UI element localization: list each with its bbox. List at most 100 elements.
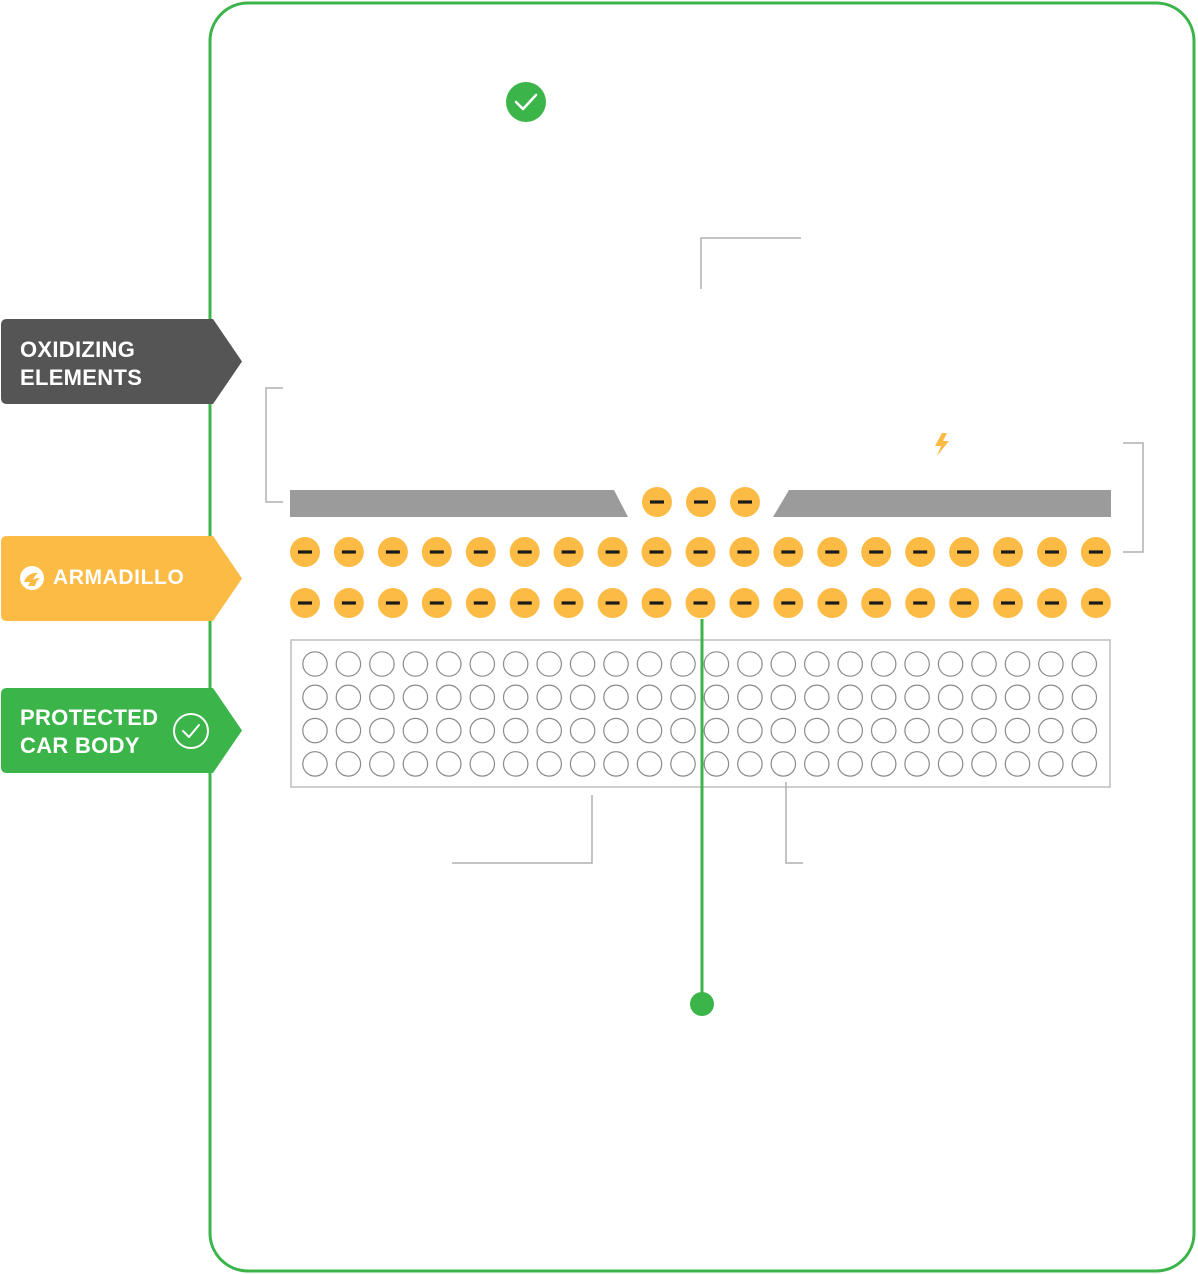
lightning-bolt-icon [935, 433, 949, 456]
negative-charge-upper-13 [817, 537, 848, 567]
metal-atom [603, 651, 629, 677]
negative-charge-lower-6 [509, 588, 540, 618]
metal-atom [603, 684, 629, 711]
leader-line-top [700, 237, 801, 289]
negative-charge-lower-17 [993, 588, 1023, 618]
metal-atom [904, 651, 930, 677]
metal-atom [837, 651, 863, 677]
metal-atom [971, 751, 997, 777]
metal-atom [636, 684, 663, 711]
metal-atom [636, 651, 663, 677]
negative-charge-upper-7 [553, 537, 584, 567]
negative-charge-lower-3 [377, 588, 408, 618]
metal-atom [402, 684, 429, 711]
negative-charge-upper-17 [993, 537, 1023, 567]
metal-atom [803, 751, 830, 777]
metal-atom [435, 751, 462, 777]
metal-atom [971, 651, 997, 677]
metal-atom [737, 651, 763, 677]
protected-car-body-tag [1, 688, 242, 773]
metal-atom [1071, 651, 1098, 677]
metal-atom [837, 684, 863, 711]
metal-atom [335, 651, 362, 677]
ground-wire-terminal [690, 992, 714, 1016]
metal-atom [670, 684, 696, 711]
metal-atom [536, 651, 562, 677]
negative-charge-upper-10 [685, 537, 716, 567]
negative-charge-upper-15 [905, 537, 936, 567]
negative-charge-lower-2 [333, 588, 364, 618]
metal-atom [770, 751, 797, 777]
metal-atom [770, 684, 797, 711]
metal-atom [569, 751, 596, 777]
armadillo-wordmark: ARMADILLO [53, 566, 185, 589]
metal-atom [636, 717, 663, 744]
metal-atom [369, 684, 395, 711]
negative-charge-lower-9 [641, 588, 672, 618]
metal-atom [1004, 751, 1031, 777]
metal-atom [435, 651, 462, 677]
oxidizing-elements-label: OXIDIZING ELEMENTS [20, 336, 142, 392]
protected-label-line2: CAR BODY [20, 733, 140, 758]
negative-charge-upper-3 [377, 537, 408, 567]
negative-charge-lower-11 [729, 588, 760, 618]
metal-atom [803, 717, 830, 744]
negative-charge-upper-4 [421, 537, 452, 567]
metal-atom [435, 684, 462, 711]
metal-atom [302, 751, 328, 777]
metal-atom [402, 717, 429, 744]
metal-atom [870, 651, 897, 677]
metal-atom [369, 717, 395, 744]
negative-charge-upper-18 [1037, 537, 1067, 567]
metal-atom [569, 651, 596, 677]
metal-atom [335, 684, 362, 711]
metal-atom [770, 717, 797, 744]
metal-atom [536, 684, 562, 711]
metal-atom [302, 717, 328, 744]
metal-atom [737, 751, 763, 777]
metal-atom [904, 684, 930, 711]
metal-atom [1071, 684, 1098, 711]
metal-atom [536, 717, 562, 744]
metal-atom [569, 717, 596, 744]
metal-atom [1038, 651, 1064, 677]
metal-atom [402, 651, 429, 677]
metal-atom [870, 751, 897, 777]
oxidizing-label-line2: ELEMENTS [20, 365, 143, 390]
negative-charge-upper-2 [333, 537, 364, 567]
metal-atom [870, 684, 897, 711]
metal-atom [937, 717, 964, 744]
negative-charge-upper-11 [729, 537, 760, 567]
protected-car-body-label: PROTECTED CAR BODY [20, 704, 158, 760]
metal-atom [937, 751, 964, 777]
armadillo-logo-icon [20, 566, 44, 590]
metal-atom [904, 751, 930, 777]
metal-atom [502, 717, 529, 744]
metal-atom [302, 651, 328, 677]
metal-atom [1038, 684, 1064, 711]
metal-atom [770, 651, 797, 677]
negative-charge-upper-16 [949, 537, 980, 567]
metal-atom [837, 751, 863, 777]
negative-charge-lower-4 [421, 588, 452, 618]
negative-charge-gap-2 [686, 487, 716, 517]
metal-atom [636, 751, 663, 777]
metal-atom [670, 751, 696, 777]
metal-atom [670, 651, 696, 677]
negative-charge-upper-1 [290, 537, 320, 567]
negative-charge-upper-5 [465, 537, 496, 567]
metal-atom [971, 684, 997, 711]
metal-atom [737, 717, 763, 744]
negative-charge-lower-12 [773, 588, 804, 618]
metal-atom [1004, 717, 1031, 744]
metal-atom [703, 751, 730, 777]
negative-charge-lower-18 [1037, 588, 1067, 618]
coating-layer-right [773, 490, 1111, 517]
negative-charge-lower-13 [817, 588, 848, 618]
metal-atom [369, 651, 395, 677]
oxidizing-elements-tag [1, 319, 242, 404]
protected-label-line1: PROTECTED [20, 705, 159, 730]
metal-atom [803, 684, 830, 711]
metal-atom [703, 684, 730, 711]
